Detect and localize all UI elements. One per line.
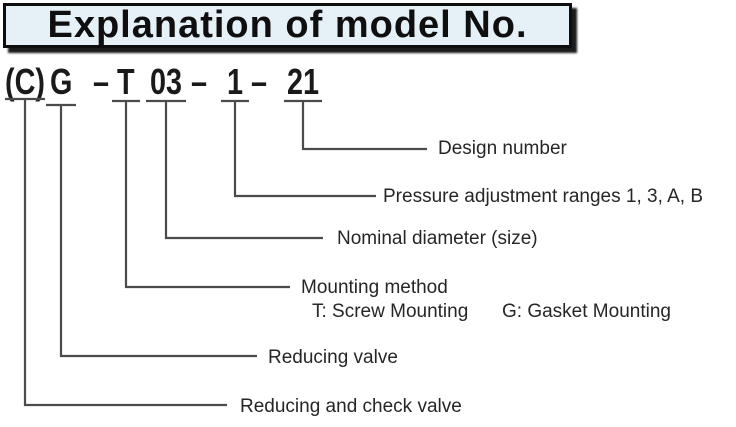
model-segment-dash-3: –	[251, 61, 268, 102]
model-segment-dash-1: –	[93, 61, 110, 102]
model-segment-t: T	[117, 61, 135, 102]
page-title: Explanation of model No.	[47, 4, 528, 46]
model-segment-g: G	[50, 61, 73, 102]
label-design-number: Design number	[438, 138, 567, 159]
model-segment-03: 03	[150, 61, 183, 102]
connector-nominal-diameter	[146, 99, 323, 240]
model-segment-c-prefix: (C)	[5, 61, 45, 102]
label-reducing-valve: Reducing valve	[268, 347, 398, 368]
model-segment-1: 1	[227, 61, 244, 102]
connector-design-number	[284, 99, 427, 151]
connector-reducing-valve	[46, 103, 257, 358]
label-reducing-check-valve: Reducing and check valve	[240, 396, 462, 417]
label-mounting-option-g: G: Gasket Mounting	[502, 301, 671, 322]
title-box: Explanation of model No.	[3, 3, 572, 48]
label-mounting-method: Mounting method	[301, 277, 448, 298]
model-segment-dash-2: –	[191, 61, 208, 102]
label-mounting-option-t: T: Screw Mounting	[312, 301, 469, 322]
label-nominal-diameter: Nominal diameter (size)	[337, 228, 538, 249]
label-pressure-ranges: Pressure adjustment ranges 1, 3, A, B	[383, 186, 704, 207]
connector-reducing-check-valve	[5, 97, 227, 407]
connector-pressure-ranges	[221, 99, 376, 198]
model-segment-21: 21	[287, 61, 320, 102]
connector-mounting-method	[112, 99, 290, 289]
